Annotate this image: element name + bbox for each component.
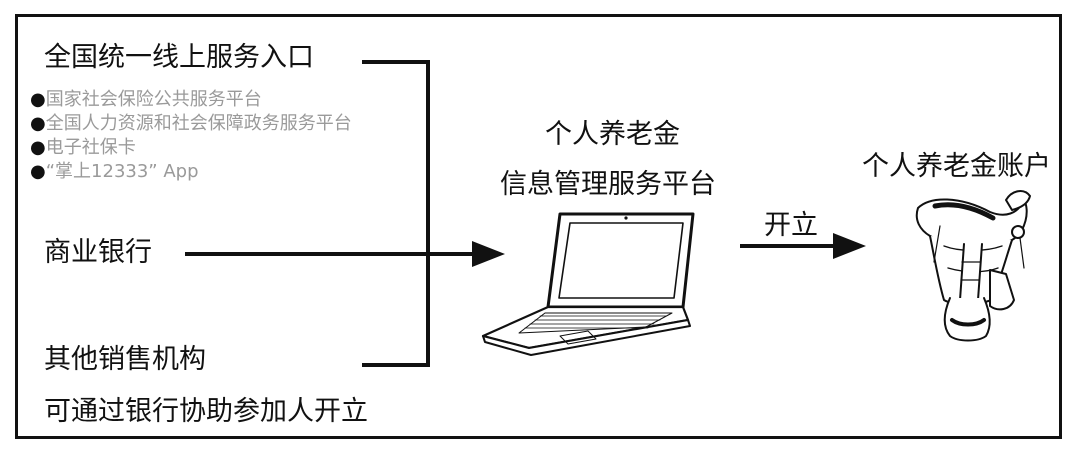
- laptop-icon: [481, 212, 695, 356]
- diagram-frame: [15, 14, 1062, 439]
- arrow-right-icon: [472, 241, 505, 267]
- bullet-dot-icon: ●: [30, 161, 46, 182]
- bullet-dot-icon: ●: [30, 89, 46, 110]
- entry-item: ●“掌上12333” App: [30, 161, 199, 182]
- saddle-icon: [915, 190, 1031, 342]
- other-label: 其他销售机构: [44, 344, 206, 375]
- other-note: 可通过银行协助参加人开立: [44, 396, 368, 427]
- bullet-dot-icon: ●: [30, 113, 46, 134]
- entry-item: ●国家社会保险公共服务平台: [30, 89, 262, 110]
- open-label: 开立: [764, 210, 818, 241]
- bank-label: 商业银行: [44, 237, 152, 268]
- arrow-right-icon: [833, 233, 866, 259]
- entry-title: 全国统一线上服务入口: [44, 42, 314, 73]
- bullet-dot-icon: ●: [30, 137, 46, 158]
- entry-item: ●全国人力资源和社会保障政务服务平台: [30, 113, 352, 134]
- account-title: 个人养老金账户: [862, 151, 1051, 182]
- platform-line1: 个人养老金: [545, 119, 680, 150]
- platform-line2: 信息管理服务平台: [500, 169, 716, 200]
- entry-item: ●电子社保卡: [30, 137, 136, 158]
